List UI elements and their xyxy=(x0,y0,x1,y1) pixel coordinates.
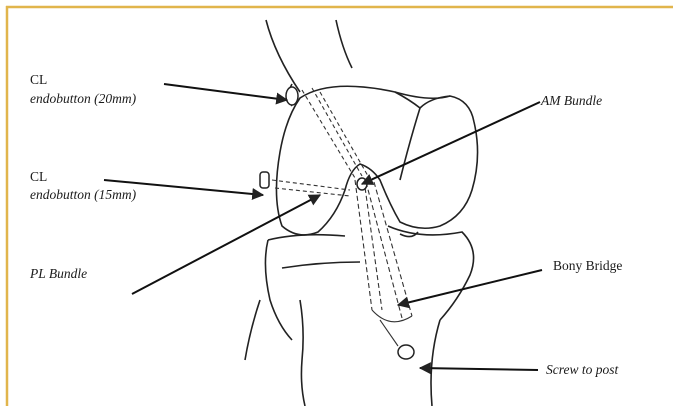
label-endobutton-20: endobutton (20mm) xyxy=(30,92,136,106)
label-bony-bridge: Bony Bridge xyxy=(553,259,622,273)
tibia xyxy=(245,226,474,406)
arrow-pl-bundle xyxy=(132,195,320,294)
label-cl-top: CL xyxy=(30,73,47,87)
graft-tunnels xyxy=(272,88,412,346)
arrow-am-bundle xyxy=(362,102,540,184)
label-endobutton-15: endobutton (15mm) xyxy=(30,188,136,202)
femur xyxy=(266,20,478,235)
label-screw-to-post: Screw to post xyxy=(546,363,618,377)
screw-icon xyxy=(398,345,414,359)
arrow-cl-top xyxy=(164,84,287,100)
endobutton-15-icon xyxy=(260,172,269,188)
endobutton-20-icon xyxy=(286,87,298,105)
figure-frame xyxy=(6,6,673,406)
label-am-bundle: AM Bundle xyxy=(541,94,602,108)
label-cl-mid: CL xyxy=(30,170,47,184)
arrow-screw xyxy=(420,368,538,370)
implants xyxy=(260,87,414,359)
label-pl-bundle: PL Bundle xyxy=(30,267,87,281)
